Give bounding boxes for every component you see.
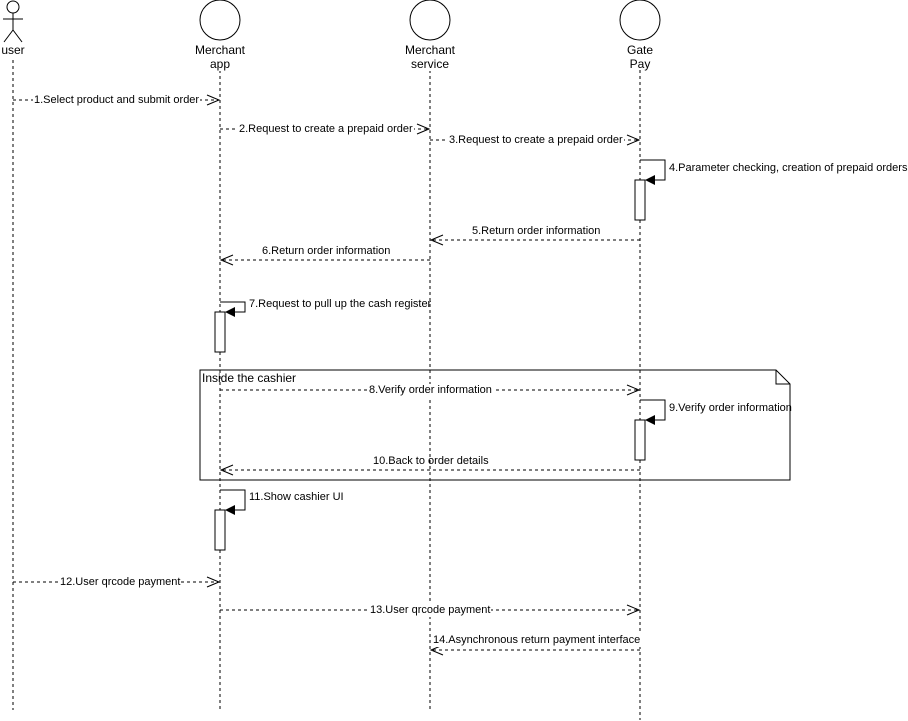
entity-icon-merchant-service [409, 0, 451, 41]
message-label-1: 1.Select product and submit order [33, 94, 201, 107]
entity-icon-merchant-app [199, 0, 241, 41]
activation-bar [634, 419, 646, 461]
fragment-label: Inside the cashier [202, 371, 297, 385]
fragment-frame [199, 369, 791, 481]
message-label-10: 10.Back to order details [373, 455, 489, 467]
message-label-7: 7.Request to pull up the cash register [249, 298, 432, 310]
activation-bar [214, 311, 226, 353]
message-label-2: 2.Request to create a prepaid order [238, 123, 414, 136]
message-label-6: 6.Return order information [262, 245, 391, 257]
message-label-4: 4.Parameter checking, creation of prepai… [669, 162, 908, 174]
message-label-13: 13.User qrcode payment [369, 604, 492, 617]
message-label-12: 12.User qrcode payment [59, 576, 182, 589]
message-label-11: 11.Show cashier UI [249, 491, 344, 503]
participant-label-merchant-app-line1: Merchant [193, 43, 247, 57]
message-label-3: 3.Request to create a prepaid order [448, 134, 624, 147]
fragment-fold [775, 370, 790, 385]
message-arrow-9 [640, 399, 666, 425]
message-label-9: 9.Verify order information [669, 402, 792, 414]
participant-label-user: user [0, 43, 26, 57]
message-label-5: 5.Return order information [472, 225, 601, 237]
entity-icon-gate-pay [619, 0, 661, 41]
actor-icon [3, 0, 23, 43]
message-arrow-11 [220, 489, 246, 515]
activation-bar [634, 179, 646, 221]
participant-label-merchant-service-line1: Merchant [403, 43, 457, 57]
message-label-8: 8.Verify order information [368, 384, 493, 397]
participant-label-merchant-app-line2: app [208, 57, 232, 71]
message-label-14: 14.Asynchronous return payment interface [432, 634, 642, 647]
participant-label-merchant-service-line2: service [409, 57, 451, 71]
message-arrow-7 [220, 301, 246, 317]
participant-label-gate-pay-line2: Pay [629, 57, 651, 71]
activation-bar [214, 509, 226, 551]
message-arrow-4 [640, 159, 666, 185]
participant-label-gate-pay-line1: Gate [626, 43, 654, 57]
